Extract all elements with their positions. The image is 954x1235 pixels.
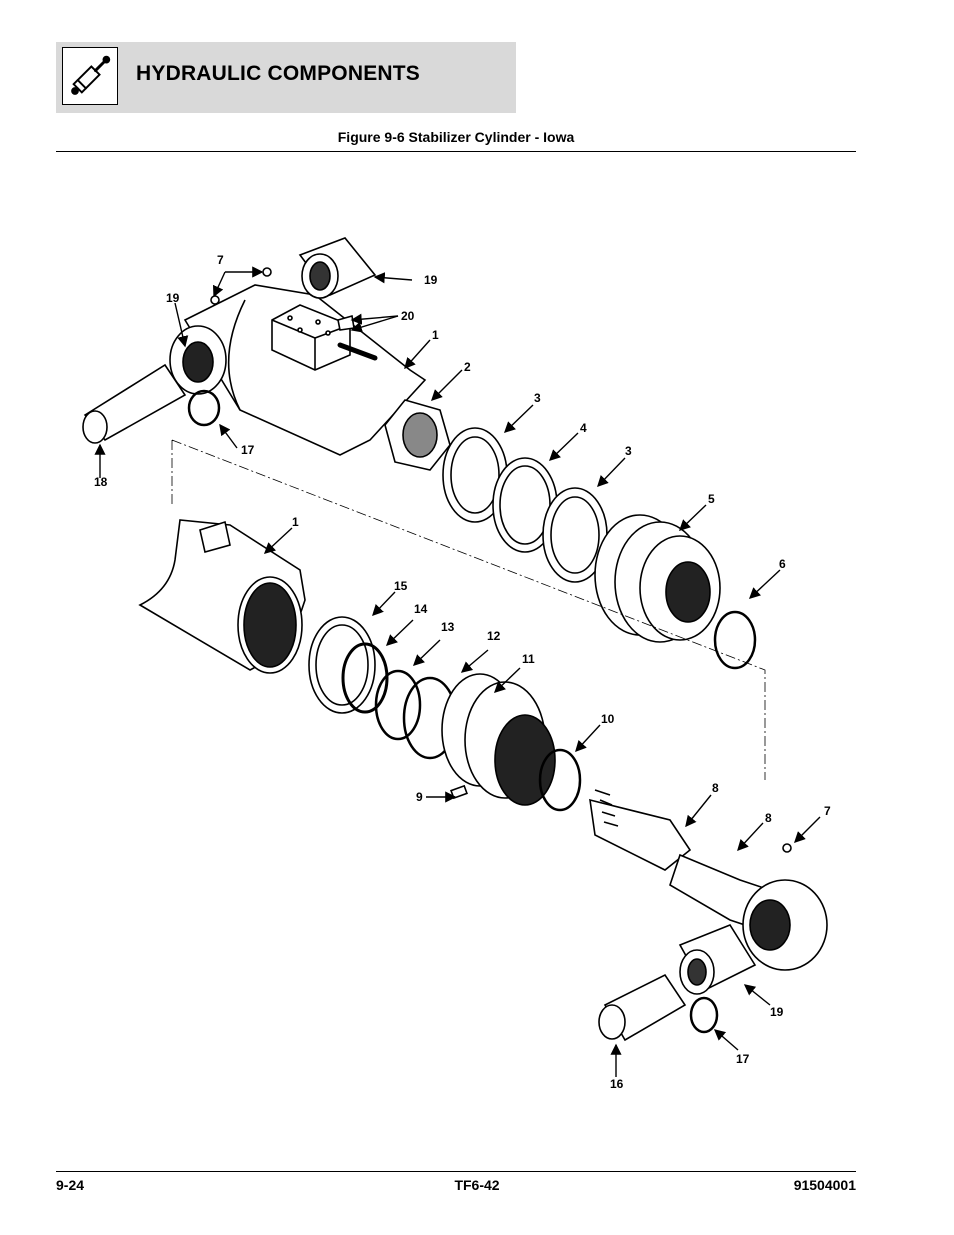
footer-divider	[56, 1171, 856, 1172]
callout-19-lower: 19	[770, 1005, 784, 1019]
callout-15: 15	[394, 579, 408, 593]
section-header	[56, 42, 516, 113]
figure-title: Figure 9-6 Stabilizer Cylinder - Iowa	[337, 129, 575, 145]
callout-6: 6	[779, 557, 786, 571]
callout-12: 12	[487, 629, 501, 643]
page-number: 9-24	[56, 1177, 85, 1193]
callout-8-b: 8	[765, 811, 772, 825]
callout-3-b: 3	[625, 444, 632, 458]
callout-2: 2	[464, 360, 471, 374]
section-code: TF6-42	[454, 1177, 500, 1193]
callout-14: 14	[414, 602, 428, 616]
barrel-lower	[138, 519, 306, 674]
callout-11: 11	[522, 652, 535, 666]
piston	[594, 514, 721, 643]
callout-20: 20	[401, 309, 415, 323]
piston-rod	[589, 789, 828, 971]
callout-16: 16	[610, 1077, 624, 1091]
callout-8-a: 8	[712, 781, 719, 795]
callout-17-top: 17	[241, 443, 255, 457]
section-title: HYDRAULIC COMPONENTS	[136, 62, 421, 85]
callout-10: 10	[601, 712, 615, 726]
bushing-lower	[678, 924, 757, 995]
callout-5: 5	[708, 492, 715, 506]
pin-upper	[82, 363, 187, 444]
callout-7-lower: 7	[824, 804, 831, 818]
bushing-upper	[298, 237, 377, 299]
callout-3-a: 3	[534, 391, 541, 405]
header-divider	[56, 151, 856, 152]
callout-9: 9	[416, 790, 423, 804]
document-number: 91504001	[793, 1177, 856, 1193]
callout-17-lower: 17	[736, 1052, 750, 1066]
callout-4: 4	[580, 421, 587, 435]
gland-nut	[384, 399, 451, 471]
callout-7-top: 7	[217, 253, 224, 267]
callout-18: 18	[94, 475, 108, 489]
gland	[441, 673, 556, 806]
callout-19-top: 19	[424, 273, 438, 287]
callout-1-top: 1	[432, 328, 439, 342]
hydraulic-cylinder-icon	[62, 47, 118, 105]
callout-1-lower: 1	[292, 515, 299, 529]
barrel-upper	[169, 267, 427, 456]
callout-19-left: 19	[166, 291, 180, 305]
callout-13: 13	[441, 620, 455, 634]
pin-lower	[598, 973, 687, 1042]
